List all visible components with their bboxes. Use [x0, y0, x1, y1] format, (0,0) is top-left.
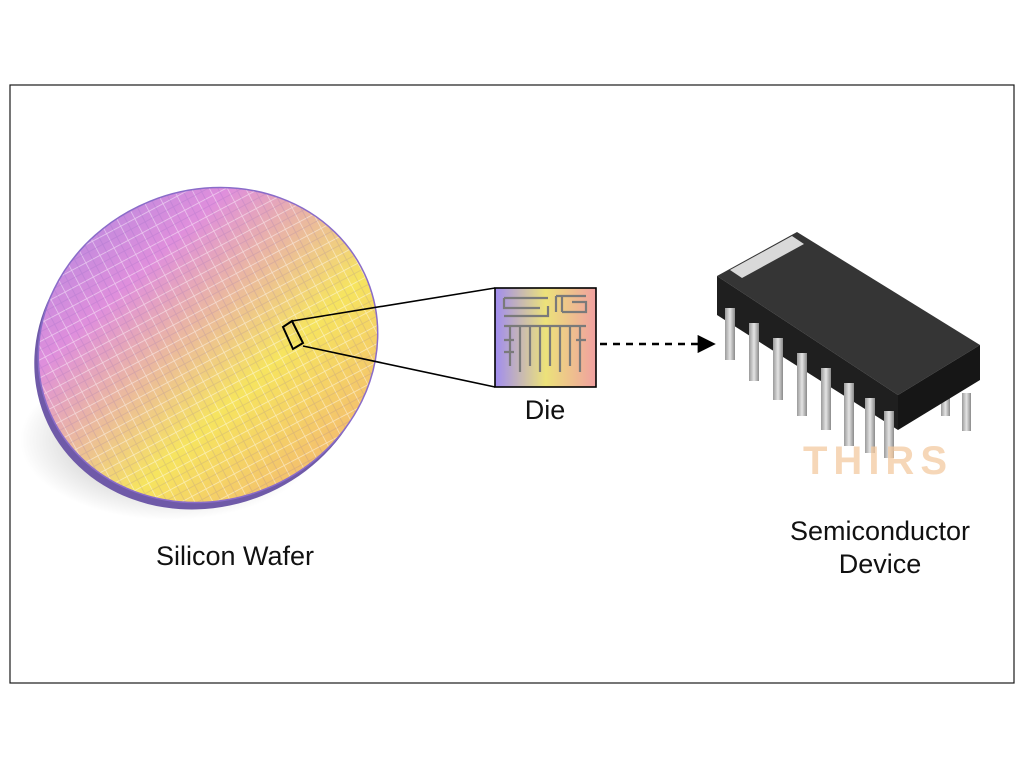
silicon-wafer-label: Silicon Wafer — [155, 541, 315, 571]
zoom-line-top — [291, 287, 496, 322]
chip-label-strip — [730, 236, 804, 278]
die-label: Die — [524, 395, 566, 425]
die-illustration — [494, 287, 597, 388]
zoom-line-bottom — [302, 345, 496, 388]
chip-side-face — [898, 345, 980, 430]
zoom-callout — [281, 287, 496, 388]
semiconductor-device-illustration: THIRS — [717, 232, 980, 483]
device-label-line2: Device — [838, 549, 922, 579]
die-circuit-pattern — [502, 294, 588, 372]
selected-die-marker — [281, 319, 305, 351]
watermark-text: THIRS — [803, 439, 953, 483]
device-label-line1: Semiconductor — [789, 516, 971, 546]
semiconductor-device-label: Semiconductor Device — [760, 515, 1000, 581]
wafer-rim — [37, 186, 379, 504]
chip-top-face — [717, 232, 980, 395]
chip-pins — [725, 308, 894, 458]
